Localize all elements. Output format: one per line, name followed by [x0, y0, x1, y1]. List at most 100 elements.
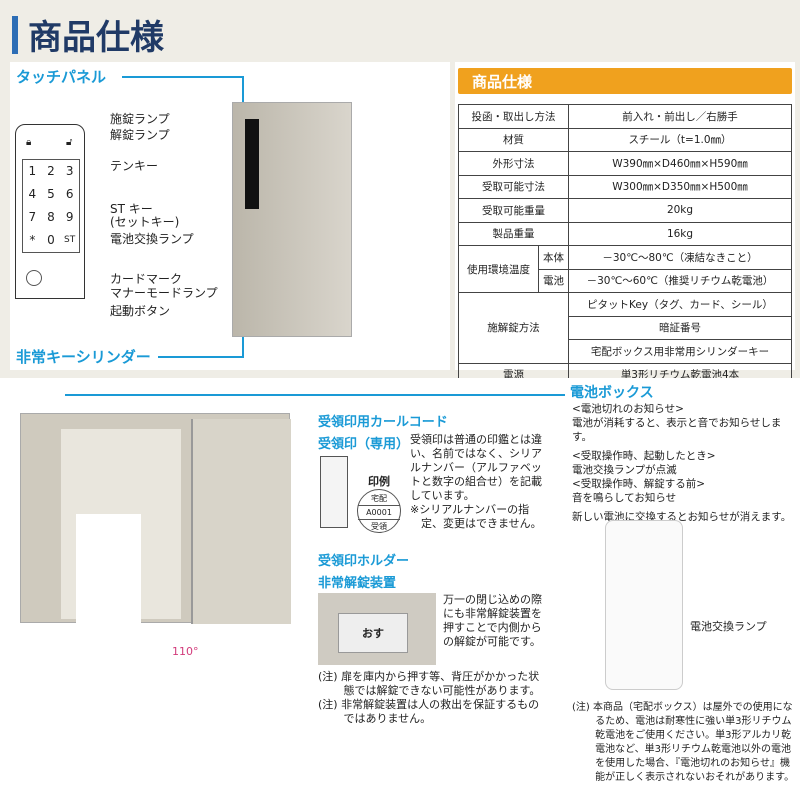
table-row: 宅配ボックス用非常用シリンダーキー — [459, 339, 792, 364]
text-line: ではありません。 — [318, 712, 432, 725]
label-lock-lamp: 施錠ランプ — [110, 112, 170, 126]
text-line: 態では解錠できない可能性があります。 — [318, 684, 541, 697]
open-box-photo — [20, 413, 291, 624]
key-8: 8 — [47, 210, 55, 224]
touch-panel-label: タッチパネル — [16, 68, 107, 86]
title-bar — [12, 15, 18, 54]
emergency-description: 万一の閉じ込めの際にも非常解錠装置を押すことで内側からの解錠が可能です。 — [443, 593, 542, 649]
label-unlock-lamp: 解錠ランプ — [110, 128, 170, 142]
spec-panel: 商品仕様 投函・取出し方法前入れ・前出し／右勝手材質スチール（t=1.0㎜）外形… — [455, 62, 795, 387]
stamp-illustration — [320, 456, 348, 528]
text-line: 能が正しく表示されないおそれがあります。 — [572, 772, 795, 783]
spec-key: 製品重量 — [458, 221, 569, 246]
key-2: 2 — [47, 164, 55, 178]
lock-icon: 🔒︎ — [26, 137, 32, 148]
label-st-key: ST キー — [110, 202, 153, 216]
text-line: しています。 — [410, 489, 475, 502]
key-6: 6 — [65, 187, 74, 201]
key-1: 1 — [28, 164, 37, 178]
text-line: 乾電池をご使用ください。単3形アルカリ乾 — [572, 730, 792, 741]
text-line: <受取操作時、解錠する前> — [572, 478, 706, 490]
spec-header: 商品仕様 — [458, 68, 792, 94]
stamp-description: 受領印は普通の印鑑とは違い、名前ではなく、シリアルナンバー（アルファベットと数字… — [410, 433, 542, 531]
key-4: 4 — [28, 187, 37, 201]
stamp-example-label: 印例 — [368, 475, 390, 488]
table-row: 電池－30℃～60℃（推奨リチウム乾電池） — [459, 268, 792, 293]
text-line: 電池交換ランプが点滅 — [572, 464, 677, 476]
key-7: 7 — [28, 210, 37, 224]
label-manner-lamp: マナーモードランプ — [110, 286, 218, 300]
text-line: を使用した場合、『電池切れのお知らせ』機 — [572, 758, 790, 769]
label-battery-lamp: 電池交換ランプ — [110, 232, 194, 246]
battery-note: (注) 本商品（宅配ボックス）は屋外での使用にな るため、電池は耐寒性に強い単3… — [572, 701, 794, 785]
spec-key: 材質 — [458, 127, 569, 152]
battery-panel-illustration — [605, 520, 683, 690]
holder-label: 受領印ホルダー — [318, 554, 410, 569]
stamp-label: 受領印（専用） — [318, 437, 410, 452]
key-st: ST — [64, 235, 76, 245]
text-line: 定、変更はできません。 — [410, 517, 542, 530]
leader-line — [122, 76, 242, 78]
spec-value: W390㎜×D460㎜×H590㎜ — [568, 151, 792, 176]
notes: (注) 扉を庫内から押す等、背圧がかかった状 態では解錠できない可能性があります… — [318, 670, 540, 726]
unlock-icon: 🔓︎ — [66, 137, 73, 148]
key-star: * — [29, 233, 36, 247]
product-photo — [232, 102, 352, 337]
spec-key: 受取可能重量 — [458, 198, 569, 223]
label-tenkey: テンキー — [110, 159, 159, 173]
battery-description: <電池切れのお知らせ> 電池が消耗すると、表示と音でお知らせします。 <受取操作時、… — [572, 402, 800, 524]
bottom-panel: 110° 電池ボックス <電池切れのお知らせ>電池が消耗すると、表示と音でお知ら… — [0, 378, 800, 800]
text-line: い、名前ではなく、シリア — [410, 447, 542, 460]
table-row: 投函・取出し方法前入れ・前出し／右勝手 — [458, 104, 792, 129]
text-line: 電池など、単3形リチウム乾電池以外の電池 — [572, 744, 792, 755]
text-line: るため、電池は耐寒性に強い単3形リチウム — [572, 716, 792, 727]
leader-line — [158, 356, 244, 358]
table-row: 材質スチール（t=1.0㎜） — [458, 127, 792, 152]
table-row: 施解錠方法ピタットKey（タグ、カード、シール） — [458, 292, 792, 364]
text-line: (注) 非常解錠装置は人の救出を保証するもの — [318, 698, 540, 711]
text-line: トと数字の組合せ）を記載 — [410, 475, 542, 488]
text-line: (注) 扉を庫内から押す等、背圧がかかった状 — [318, 670, 540, 683]
spec-key: 外形寸法 — [458, 151, 569, 176]
key-0: 0 — [47, 233, 55, 247]
text-line: 押すことで内側から — [443, 621, 542, 634]
label-card-mark: カードマーク — [110, 272, 183, 286]
text-line: にも非常解錠装置を — [443, 607, 542, 620]
text-line: ルナンバー（アルファベッ — [410, 461, 542, 474]
text-line: <電池切れのお知らせ> — [572, 403, 684, 415]
spec-value: 20kg — [568, 198, 792, 223]
text-line: の解錠が可能です。 — [443, 635, 541, 648]
curl-cord-label: 受領印用カールコード — [318, 415, 448, 430]
touch-panel-photo — [245, 119, 259, 209]
key-3: 3 — [65, 164, 74, 178]
text-line: 電池が消耗すると、表示と音でお知らせします。 — [572, 417, 782, 443]
table-row: 暗証番号 — [459, 315, 792, 340]
spec-value: 16kg — [568, 221, 792, 246]
leader-line — [65, 394, 565, 396]
emergency-photo: おす — [318, 593, 436, 665]
battery-lamp-label: 電池交換ランプ — [690, 620, 767, 633]
label-start-button: 起動ボタン — [110, 304, 171, 318]
text-line: 音を鳴らしてお知らせ — [572, 492, 677, 504]
table-row: 使用環境温度本体－30℃～80℃（凍結なきこと） — [458, 245, 792, 293]
package — [76, 514, 141, 624]
spec-value: スチール（t=1.0㎜） — [568, 127, 792, 152]
angle-label: 110° — [172, 645, 199, 658]
text-line: 受領印は普通の印鑑とは違 — [410, 433, 542, 446]
text-line: ※シリアルナンバーの指 — [410, 503, 530, 516]
label-set-key: (セットキー) — [110, 215, 180, 229]
door — [191, 419, 291, 624]
page-title: 商品仕様 — [12, 10, 164, 59]
emergency-cylinder-label: 非常キーシリンダー — [16, 348, 151, 366]
spec-key: 投函・取出し方法 — [458, 104, 569, 129]
spec-value: 前入れ・前出し／右勝手 — [568, 104, 792, 129]
spec-value: W300㎜×D350㎜×H500㎜ — [568, 174, 792, 199]
emergency-label: 非常解錠装置 — [318, 576, 397, 591]
text-line: 万一の閉じ込めの際 — [443, 593, 542, 606]
